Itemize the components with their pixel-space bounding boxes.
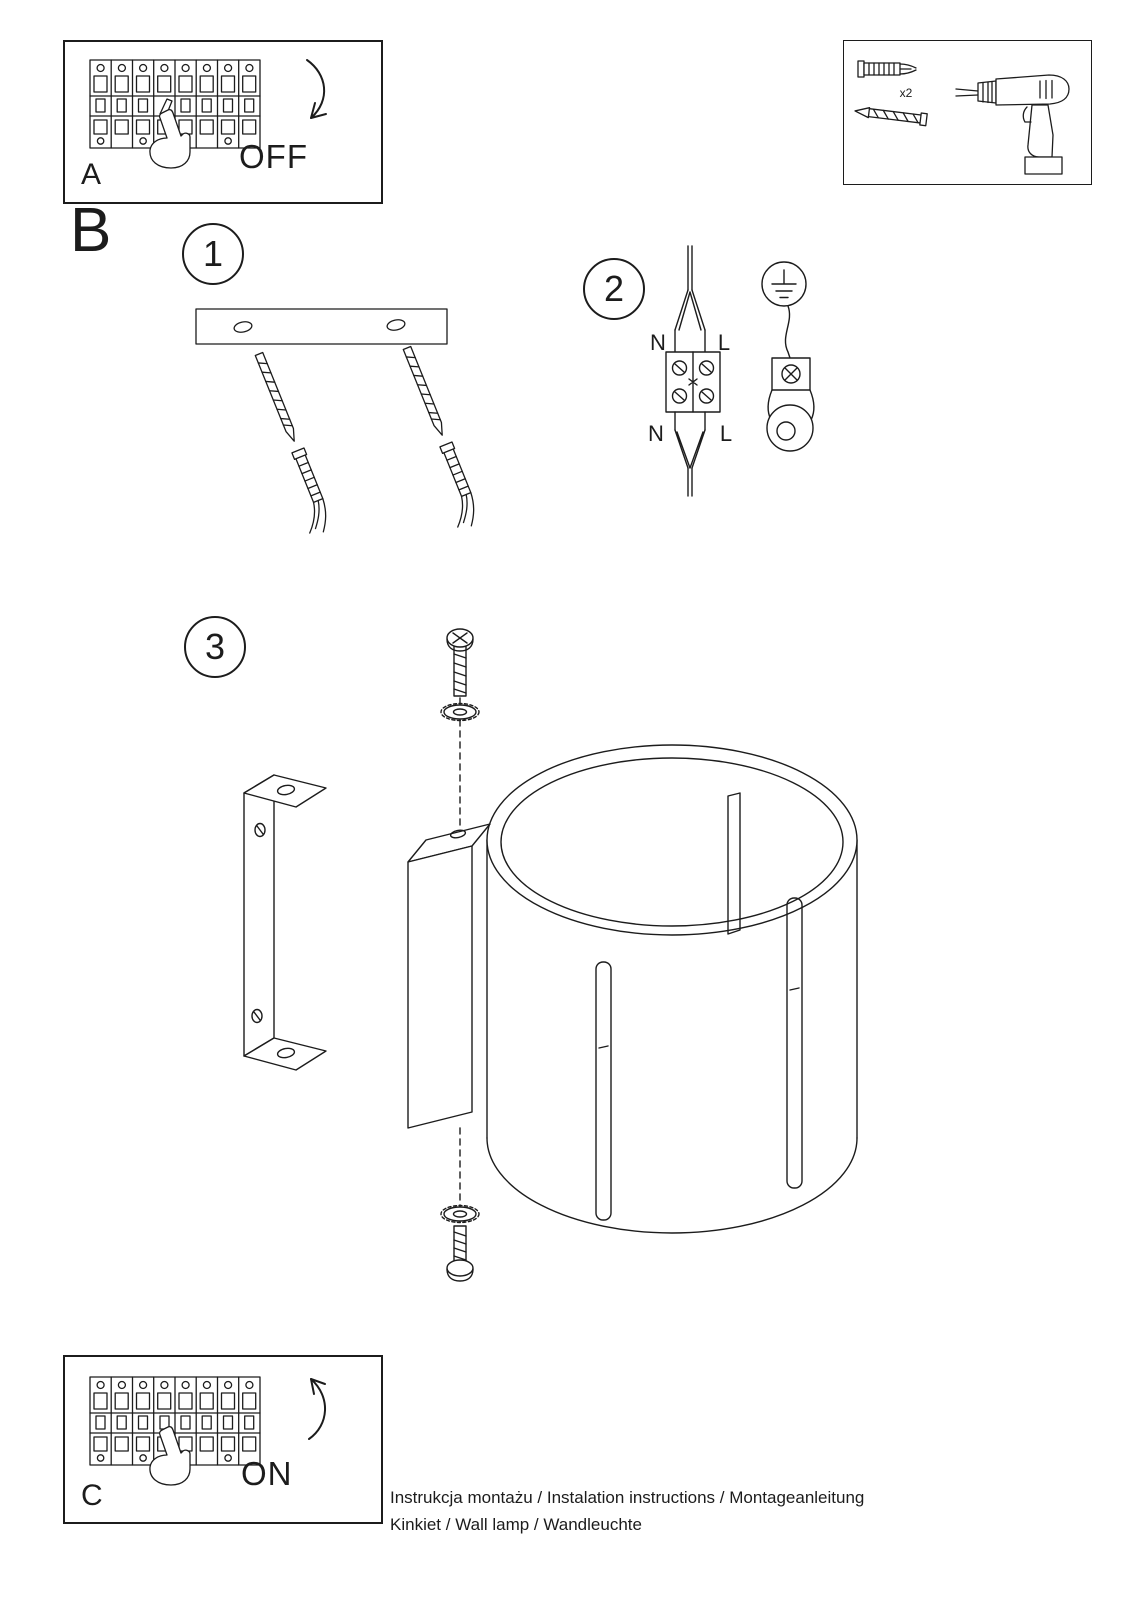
supply-wire-bottom [687,467,693,497]
screw-icon [854,107,928,127]
breaker-upper-modules [93,75,257,93]
lamp-shade-cylinder [486,744,858,1234]
tools-drawing: x2 [854,60,1070,175]
wall-bracket [243,774,327,1071]
breaker-toggles [95,98,255,117]
body-screw-hole-top [449,829,467,839]
off-label: OFF [239,138,308,175]
shade-slot-left [595,961,612,1221]
ground-symbol-icon [761,261,807,307]
shade-slot-back [727,792,741,935]
step-c-label: C [81,1479,103,1512]
step-a-label: A [81,158,102,191]
lock-washer-top-icon [440,702,480,722]
ground-wire [784,305,791,359]
step-3-badge: 3 [184,616,246,678]
wire-fork-bottom [674,429,706,469]
top-screw-icon [446,628,474,697]
bracket-hole-top [276,784,296,796]
breaker-lower-modules [93,1436,257,1452]
breaker-top-screws [96,1380,254,1390]
step-3-number: 3 [204,626,226,667]
wire-label-n-top: N [650,330,666,355]
ground-connection-drawing [761,261,815,452]
breaker-panel-on-icon [89,1376,261,1486]
wall-plug-icon [857,60,917,78]
plate-hole-right [386,319,406,331]
step-2-badge: 2 [583,258,645,320]
footer-line-2: Kinkiet / Wall lamp / Wandleuchte [390,1515,642,1534]
supply-wire-top [687,245,693,291]
drill-icon [955,74,1070,175]
step-b-label: B [70,196,112,265]
hand-icon [149,1425,191,1486]
mounting-plate [195,308,448,345]
step-1-badge: 1 [182,223,244,285]
step-2-number: 2 [603,268,625,309]
hand-icon [149,108,191,169]
step-1-number: 1 [202,233,224,274]
arrow-down-icon [306,59,327,119]
tools-panel: x2 [843,40,1092,185]
mounting-plate-drawing [195,308,485,538]
wire-label-l-bottom: L [720,421,732,446]
breaker-panel-off-icon [89,59,261,169]
arrow-up-icon [308,1378,326,1440]
toggle-row-lines [89,95,261,117]
footer-text: Instrukcja montażu / Instalation instruc… [390,1484,1090,1538]
bracket-screw-upper [254,822,266,838]
on-label: ON [241,1455,293,1492]
wiring-diagram: N L N L [648,245,732,497]
lamp-exploded-view [243,628,858,1282]
wire-label-n-bottom: N [648,421,664,446]
step-c-panel: ON C [63,1355,383,1524]
bracket-screw-lower [251,1008,263,1024]
wire-label-l-top: L [718,330,730,355]
bottom-screw-icon [446,1225,474,1282]
bracket-hole-bottom [276,1047,296,1059]
breaker-lower-modules [93,119,257,135]
lamp-body-box [407,823,491,1129]
ground-clamp-icon [766,357,815,452]
step-a-panel: OFF A [63,40,383,204]
terminal-center-mark [688,378,698,386]
lock-washer-bottom-icon [440,1204,480,1224]
breaker-upper-modules [93,1392,257,1410]
wire-fork-top [674,289,706,331]
footer-line-1: Instrukcja montażu / Instalation instruc… [390,1488,865,1507]
shade-slot-right [786,897,803,1189]
breaker-top-screws [96,63,254,73]
plug-count-label: x2 [900,86,913,100]
plate-hole-left [233,321,253,333]
